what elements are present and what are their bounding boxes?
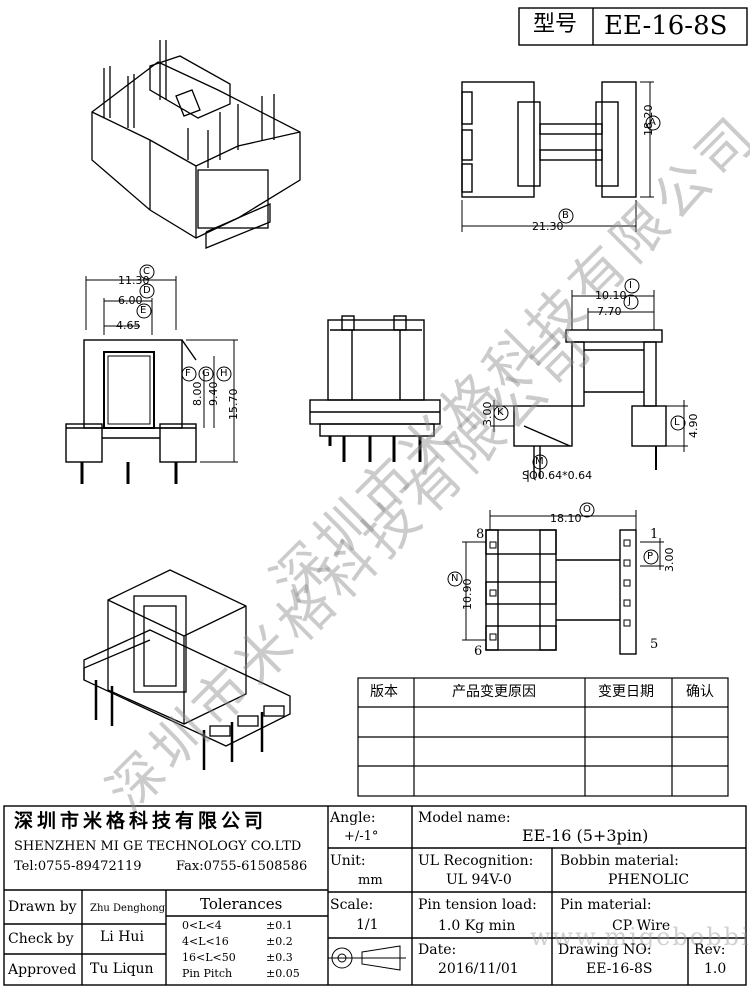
dim-7-70: 7.70 (597, 305, 622, 318)
dim-label-p: P (647, 551, 654, 562)
tol-value-4: ±0.05 (266, 967, 300, 980)
tolerances-label: Tolerances (200, 895, 283, 913)
dim-9-40: 9.40 (207, 381, 220, 407)
pin-label-5: 5 (650, 637, 659, 652)
ul-value: UL 94V-0 (446, 872, 512, 888)
dim-label-m: M (535, 456, 544, 467)
dim-label-i: I (629, 280, 632, 291)
tol-range-1: 0<L<4 (182, 919, 222, 932)
dim-21-30: 21.30 (532, 220, 564, 233)
dim-6-00: 6.00 (118, 294, 143, 307)
drawing-no-label: Drawing NO: (558, 942, 652, 958)
dim-10-10: 10.10 (595, 289, 627, 302)
rev-label: Rev: (694, 942, 726, 958)
tol-range-2: 4<L<16 (182, 935, 229, 948)
dim-4-90: 4.90 (687, 413, 700, 439)
tol-range-3: 16<L<50 (182, 951, 236, 964)
tol-value-2: ±0.2 (266, 935, 293, 948)
company-name-cn: 深圳市米格科技有限公司 (14, 810, 268, 832)
unit-label: Unit: (330, 853, 366, 869)
top-view (461, 81, 661, 232)
rev-header-confirm: 确认 (686, 684, 714, 700)
dim-3-00-b: 3.00 (663, 547, 676, 573)
rev-header-version: 版本 (370, 684, 398, 700)
model-name-value: EE-16 (5+3pin) (522, 826, 649, 845)
company-fax: Fax:0755-61508586 (176, 859, 308, 874)
pin-label-8: 8 (476, 527, 485, 542)
rev-header-date: 变更日期 (598, 684, 654, 700)
pin-tension-value: 1.0 Kg min (438, 918, 516, 934)
dim-label-a: A (649, 117, 656, 128)
pin-tension-label: Pin tension load: (418, 897, 537, 913)
dim-label-k: K (497, 407, 504, 418)
drawn-by-value: Zhu Denghong (90, 903, 166, 914)
dim-label-l: L (674, 417, 680, 428)
scale-label: Scale: (330, 897, 374, 913)
dim-label-j: J (628, 296, 631, 307)
dim-10-90: 10.90 (461, 578, 474, 611)
bobbin-material-value: PHENOLIC (608, 872, 690, 888)
dim-15-70: 15.70 (227, 388, 240, 421)
approved-label: Approved (8, 962, 77, 978)
angle-label: Angle: (330, 810, 376, 826)
tol-range-4: Pin Pitch (182, 967, 233, 980)
angle-value: +/-1° (344, 829, 379, 844)
company-name-en: SHENZHEN MI GE TECHNOLOGY CO.LTD (14, 839, 302, 854)
title-block-lines (3, 805, 747, 986)
dim-4-65: 4.65 (116, 319, 141, 332)
iso-view-top (91, 40, 301, 249)
dim-label-c: C (143, 266, 150, 277)
check-by-label: Check by (8, 931, 74, 947)
dim-label-o: O (583, 504, 591, 515)
dim-3-00-a: 3.00 (481, 401, 494, 427)
dim-8-00: 8.00 (191, 381, 204, 407)
watermark-url: www.migebobbin.com (530, 923, 750, 951)
bobbin-material-label: Bobbin material: (560, 853, 679, 869)
dim-11-30: 11.30 (118, 274, 150, 287)
drawn-by-label: Drawn by (8, 899, 77, 915)
dim-label-b: B (562, 210, 569, 221)
date-label: Date: (418, 942, 457, 958)
dim-label-d: D (143, 285, 151, 296)
side-view (490, 278, 688, 482)
tol-value-3: ±0.3 (266, 951, 293, 964)
model-name-label: Model name: (418, 810, 511, 826)
approved-value: Tu Liqun (90, 961, 154, 977)
drawing-no-value: EE-16-8S (586, 961, 653, 977)
dim-sq: SQ0.64*0.64 (522, 469, 593, 482)
company-tel: Tel:0755-89472119 (14, 859, 142, 874)
scale-value: 1/1 (356, 917, 379, 933)
header-box (518, 7, 748, 46)
revision-table-lines (357, 677, 729, 797)
dim-label-h: H (220, 368, 228, 379)
pin-material-value: CP Wire (612, 918, 671, 934)
pin-label-1: 1 (650, 527, 659, 542)
date-value: 2016/11/01 (438, 961, 519, 977)
pin-material-label: Pin material: (560, 897, 652, 913)
dim-18-10: 18.10 (550, 512, 582, 525)
rev-header-reason: 产品变更原因 (452, 684, 536, 700)
front-section-view (65, 264, 238, 484)
unit-value: mm (358, 873, 383, 888)
dim-label-g: G (202, 368, 210, 379)
rev-value: 1.0 (704, 961, 727, 977)
ul-label: UL Recognition: (418, 853, 534, 869)
bottom-view (447, 502, 664, 655)
model-code: EE-16-8S (604, 11, 728, 41)
dim-label-n: N (451, 573, 459, 584)
dim-label-f: F (185, 368, 191, 379)
iso-view-bottom (83, 569, 291, 770)
front-view (309, 315, 441, 462)
tol-value-1: ±0.1 (266, 919, 293, 932)
check-by-value: Li Hui (100, 929, 144, 945)
pin-label-6: 6 (474, 644, 483, 659)
type-label: 型号 (533, 12, 578, 37)
dim-label-e: E (140, 305, 147, 316)
